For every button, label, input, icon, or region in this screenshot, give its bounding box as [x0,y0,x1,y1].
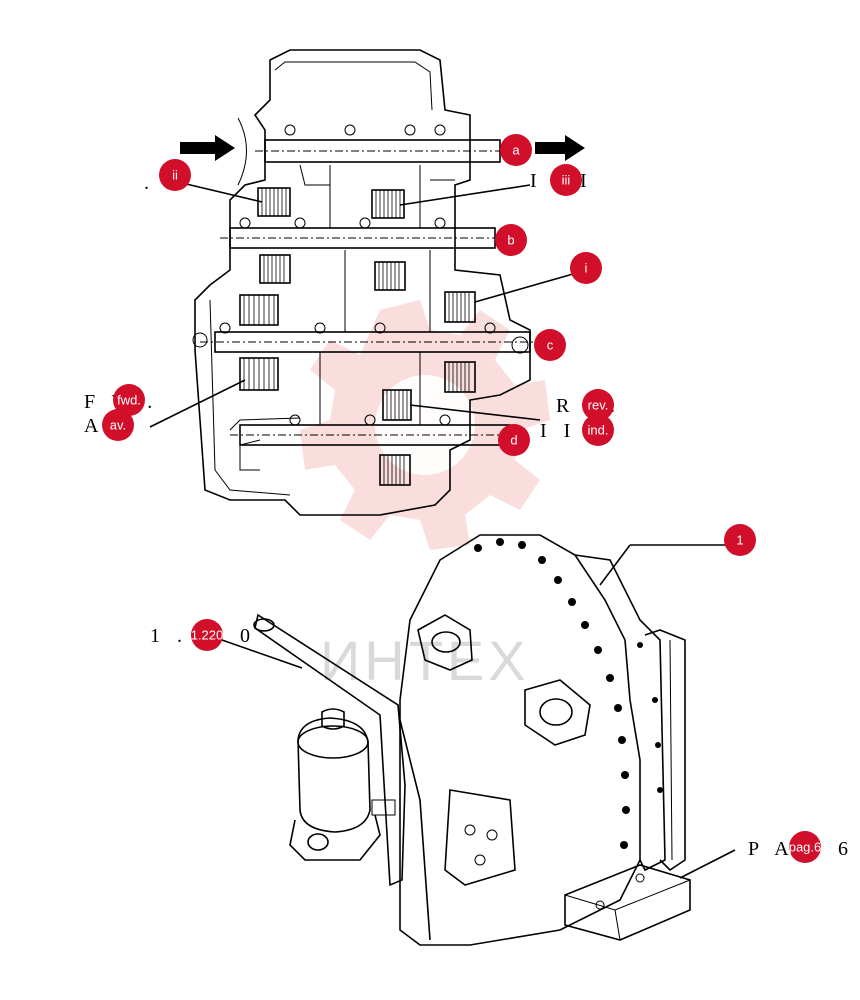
svg-text:1.220: 1.220 [191,628,224,643]
watermark-text: ИНТЕХ [320,629,530,692]
badge-part-1[interactable]: 1 [724,524,756,556]
label-pa: P A [748,838,795,860]
badge-av[interactable]: av. [102,409,134,441]
svg-text:av.: av. [110,418,126,433]
svg-text:ind.: ind. [588,423,609,438]
label-iii-prefix: I [530,170,543,192]
svg-text:ii: ii [172,168,178,183]
label-a: A [84,415,104,437]
badge-rev[interactable]: rev. [582,389,614,421]
svg-text:rev.: rev. [588,398,609,413]
badge-a[interactable]: a [500,134,532,166]
badge-d[interactable]: d [498,424,530,456]
leader-av [149,379,246,428]
badge-ii[interactable]: ii [159,159,191,191]
svg-text:pag.6: pag.6 [789,840,822,855]
leader-pag [679,849,736,879]
badge-b[interactable]: b [495,224,527,256]
badge-fwd[interactable]: fwd. [113,384,145,416]
badge-c[interactable]: c [534,329,566,361]
svg-text:i: i [585,261,588,276]
badge-pag6[interactable]: pag.6 [789,831,822,863]
label-ref-suffix: 0 [240,625,256,647]
leader-iii [399,184,531,206]
badge-ind[interactable]: ind. [582,414,614,446]
badge-ref-1220[interactable]: 1.220 [191,619,224,651]
badge-i[interactable]: i [570,252,602,284]
label-ref-prefix: 1 . [150,625,188,647]
leader-part1-d [599,544,631,586]
label-ii: I I . [540,420,598,442]
badge-iii[interactable]: iii [550,164,582,196]
label-ii-prefix: . [144,172,155,194]
svg-text:b: b [507,233,514,248]
leader-i [474,271,581,303]
svg-text:1: 1 [736,533,743,548]
label-iii-suffix: I [580,170,593,192]
svg-text:d: d [510,433,517,448]
leader-ind [409,404,541,421]
svg-text:fwd.: fwd. [117,393,141,408]
svg-text:c: c [547,338,554,353]
label-pa-suffix: 6 [838,838,854,860]
leader-ii [181,182,263,203]
transmission-housing [253,534,691,946]
leader-ref [221,639,303,669]
svg-text:iii: iii [562,173,571,188]
svg-text:a: a [512,143,520,158]
